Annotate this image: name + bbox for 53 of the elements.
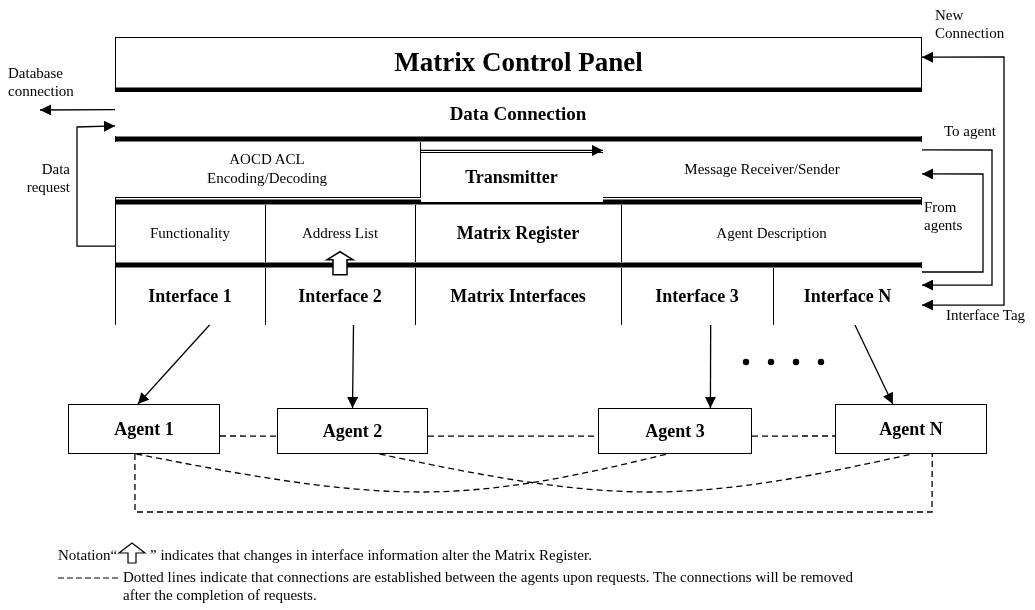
dashed-connection-line	[134, 453, 933, 513]
panel-section	[420, 151, 603, 202]
arrow	[76, 120, 116, 247]
agent-box	[598, 408, 752, 454]
arrow	[854, 324, 894, 405]
section-label: Functionality	[150, 223, 230, 243]
section-title: Matrix Register	[456, 221, 580, 245]
section-label: AOCD ACL Encoding/Decoding	[206, 150, 328, 188]
panel-section	[620, 204, 922, 262]
agent-label: Agent 1	[114, 417, 174, 441]
agent-box	[68, 404, 220, 454]
agent-box	[277, 408, 428, 454]
section-title: Interface 2	[298, 284, 382, 308]
section-label: Agent Description	[716, 223, 827, 243]
agent-box	[835, 404, 987, 454]
panel-section	[620, 267, 773, 325]
band-title: Data Connection	[449, 102, 587, 126]
arrow	[347, 324, 359, 409]
arrow	[420, 144, 604, 156]
edge-label: Data request	[25, 160, 70, 196]
arrow	[921, 51, 1005, 311]
legend-text: Dotted lines indicate that connections are established between the agents upon requests. The connections will be removed after the completion of requests.	[123, 568, 854, 604]
label-text: Interface Tag	[946, 306, 1026, 324]
dashed-connection-line	[751, 435, 836, 437]
edge-label: To agent	[944, 122, 997, 140]
dashed-connection-line	[135, 453, 668, 493]
dashed-connection-line	[219, 435, 278, 437]
agent-label: Agent N	[879, 417, 943, 441]
section-label: Message Receiver/Sender	[684, 159, 840, 179]
arrow	[704, 324, 716, 409]
section-title: Matrix Interfaces	[450, 284, 586, 308]
legend-text: ” indicates that changes in interface information alter the Matrix Register.	[150, 546, 593, 564]
section-title: Interface N	[803, 284, 892, 308]
panel-section	[414, 267, 621, 325]
agent-label: Agent 2	[322, 419, 383, 443]
control-panel-frame	[115, 37, 922, 325]
edge-label: New Connection	[935, 6, 1006, 42]
section-title: Interface 1	[148, 284, 232, 308]
agent-label: Agent 3	[645, 419, 705, 443]
arrow	[921, 168, 984, 273]
arrow	[39, 104, 116, 116]
edge-label: From agents	[924, 198, 964, 234]
panel-heading: Matrix Control Panel	[394, 46, 643, 79]
arrow	[921, 149, 993, 291]
notation-label: Notation“	[58, 546, 118, 564]
section-label: Address List	[301, 223, 379, 243]
edge-label: Database connection	[8, 64, 75, 100]
arrow	[137, 324, 211, 405]
section-title: Interface 3	[655, 284, 739, 308]
panel-section	[114, 141, 421, 198]
hollow-arrow	[324, 250, 356, 276]
section-title: Transmitter	[465, 165, 558, 189]
panel-section	[264, 267, 415, 325]
